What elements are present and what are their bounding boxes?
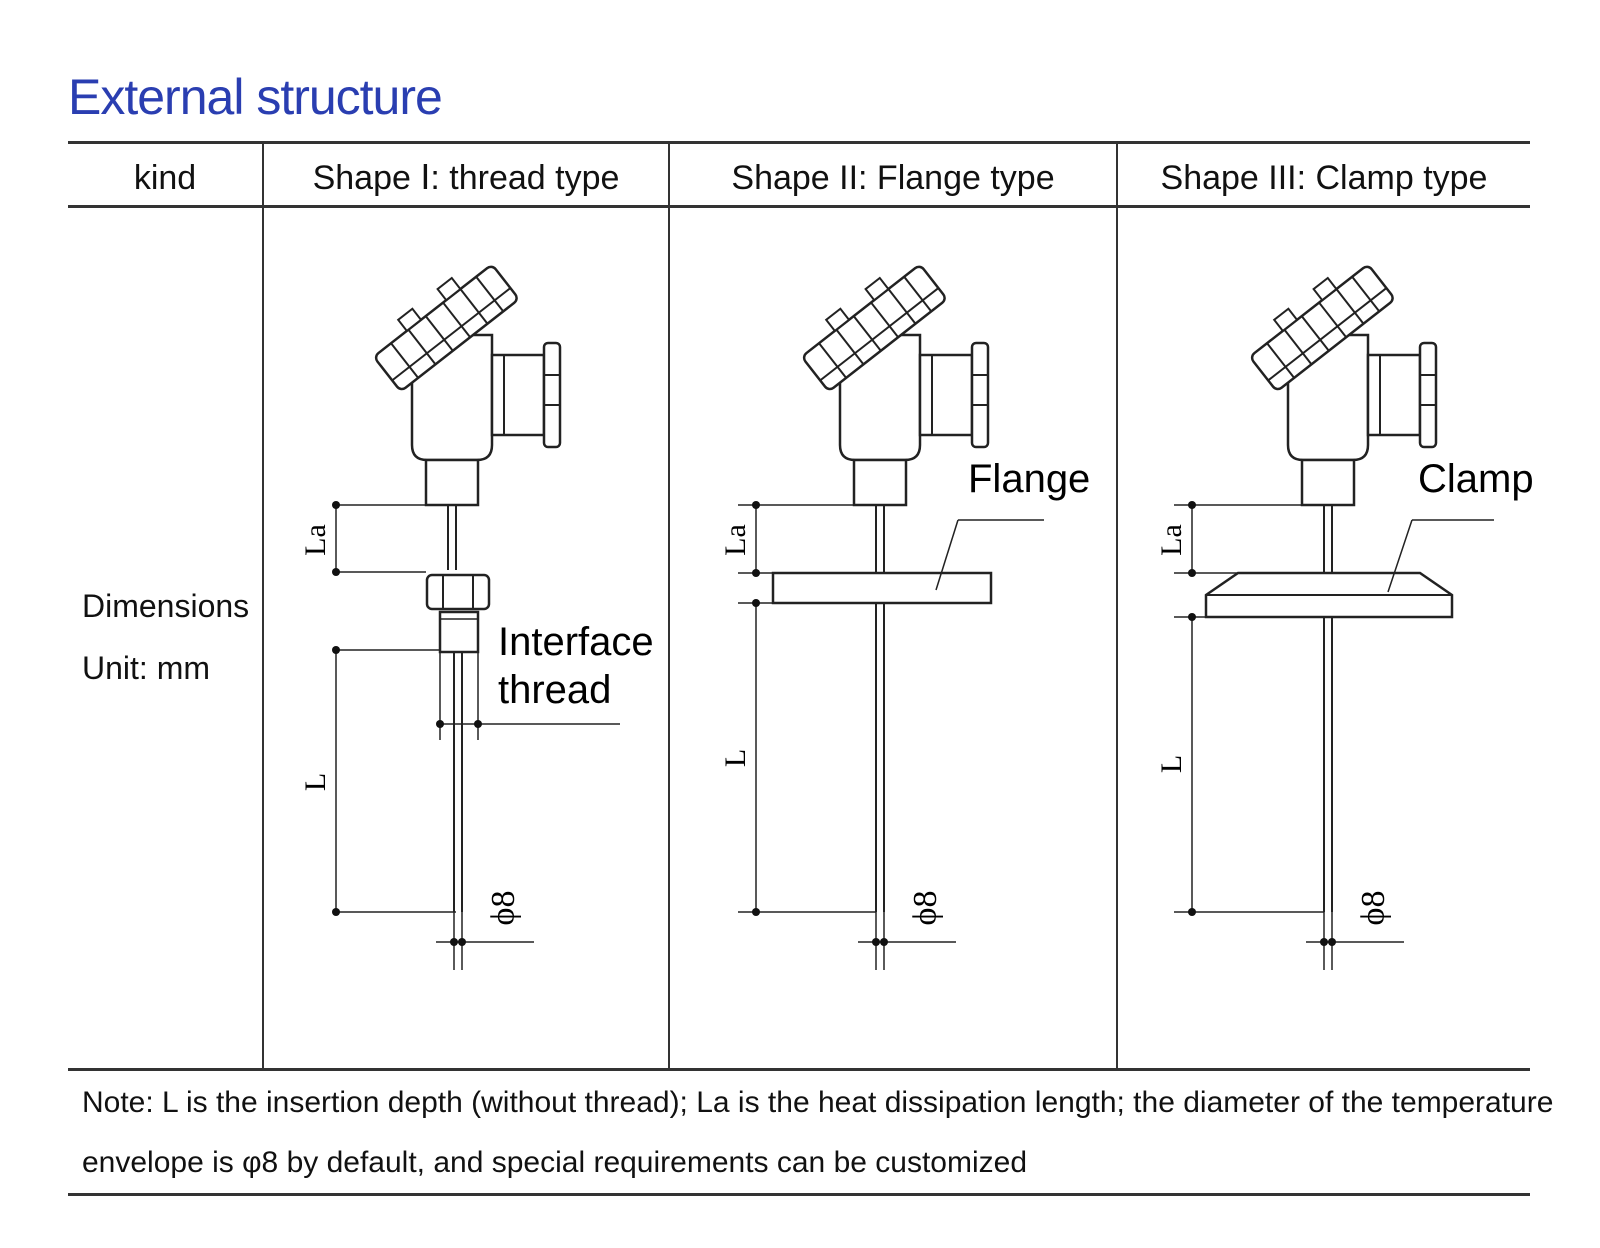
clamp-type-diagram: Clamp La L ϕ8 bbox=[1155, 252, 1534, 970]
note-line-2: envelope is φ8 by default, and special r… bbox=[82, 1146, 1027, 1179]
flange-la-label: La bbox=[719, 524, 752, 556]
row-label-unit: Unit: mm bbox=[82, 650, 210, 686]
clamp-l-label: L bbox=[1155, 755, 1188, 773]
flange-l-label: L bbox=[719, 749, 752, 767]
header-bottom-rule bbox=[68, 205, 1530, 208]
clamp-diameter-label: ϕ8 bbox=[1355, 891, 1392, 926]
interface-thread bbox=[438, 610, 480, 654]
header-kind: kind bbox=[133, 158, 197, 197]
clamp-callout: Clamp bbox=[1418, 457, 1534, 501]
column-divider-3 bbox=[1116, 141, 1118, 1071]
body-bottom-rule bbox=[68, 1068, 1530, 1071]
thread-l-label: L bbox=[299, 773, 332, 791]
thread-diameter-label: ϕ8 bbox=[485, 891, 522, 926]
column-divider-2 bbox=[668, 141, 670, 1071]
flange-plate bbox=[771, 571, 993, 605]
clamp-la-label: La bbox=[1155, 524, 1188, 556]
header-shape-flange: Shape II: Flange type bbox=[731, 158, 1055, 197]
thread-la-label: La bbox=[299, 524, 332, 556]
junction-head-thread bbox=[363, 252, 562, 507]
flange-type-diagram: Flange La L ϕ8 bbox=[719, 252, 1090, 970]
junction-head-flange bbox=[791, 252, 990, 507]
hex-nut bbox=[425, 573, 491, 611]
header-shape-thread: Shape Ⅰ: thread type bbox=[312, 159, 620, 197]
junction-head-clamp bbox=[1239, 252, 1438, 507]
note-line-1: Note: L is the insertion depth (without … bbox=[82, 1086, 1554, 1119]
interface-thread-callout-1: Interface bbox=[498, 620, 654, 664]
page-title: External structure bbox=[68, 69, 443, 125]
flange-diameter-label: ϕ8 bbox=[907, 891, 944, 926]
column-divider-1 bbox=[262, 141, 264, 1071]
interface-thread-callout-2: thread bbox=[498, 668, 611, 712]
row-label-dimensions: Dimensions bbox=[82, 588, 250, 624]
flange-callout: Flange bbox=[968, 457, 1090, 501]
thread-type-diagram: La L ϕ8 Interface thread bbox=[299, 252, 654, 970]
table-top-rule bbox=[68, 141, 1530, 144]
table-bottom-rule bbox=[68, 1193, 1530, 1196]
header-shape-clamp: Shape III: Clamp type bbox=[1160, 158, 1488, 197]
